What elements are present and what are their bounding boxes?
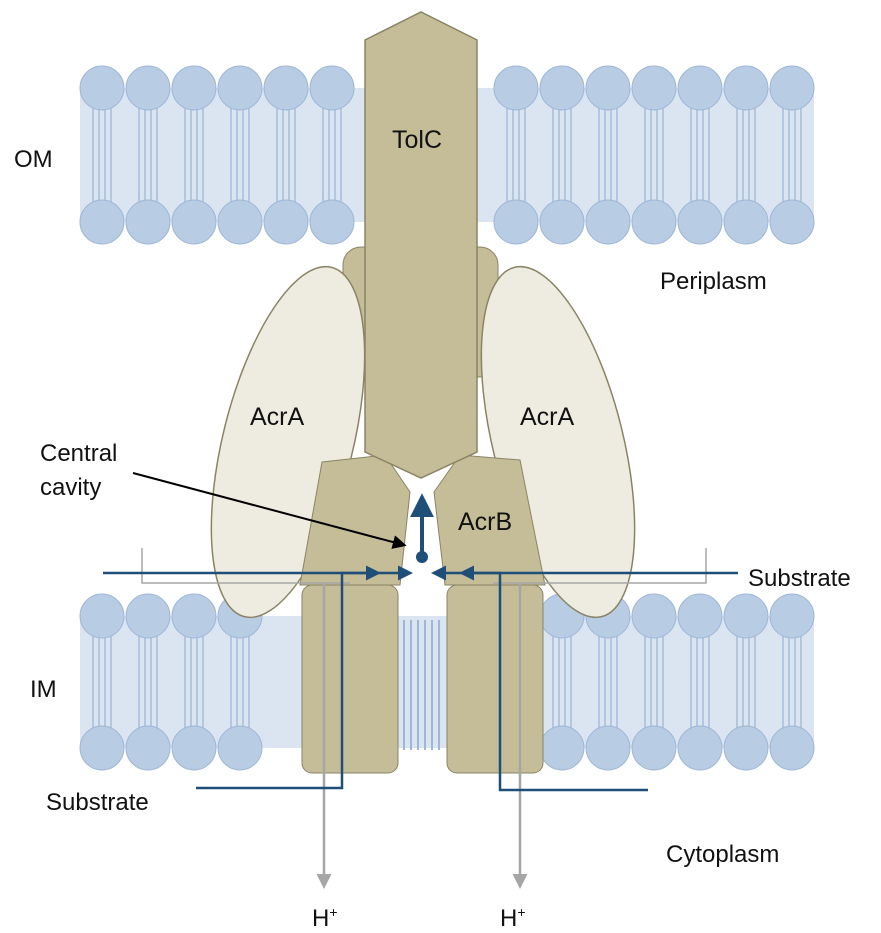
lipid-head bbox=[494, 66, 538, 110]
proton-label-left: H+ bbox=[312, 904, 338, 932]
lipid-head bbox=[126, 200, 170, 244]
lipid-head bbox=[586, 66, 630, 110]
acra-right-label: AcrA bbox=[520, 403, 575, 431]
lipid-head bbox=[172, 726, 216, 770]
proton-label-right: H+ bbox=[500, 904, 526, 932]
lipid-head bbox=[724, 200, 768, 244]
lipid-head bbox=[264, 66, 308, 110]
lipid-head bbox=[678, 200, 722, 244]
periplasm-label: Periplasm bbox=[660, 268, 767, 295]
lipid-head bbox=[540, 726, 584, 770]
lipid-head bbox=[632, 200, 676, 244]
lipid-head bbox=[80, 594, 124, 638]
lipid-head bbox=[310, 200, 354, 244]
acrb-right-tm bbox=[447, 585, 543, 773]
tolc bbox=[365, 12, 477, 478]
lipid-head bbox=[770, 726, 814, 770]
acrb-label: AcrB bbox=[458, 508, 512, 536]
lipid-head bbox=[678, 726, 722, 770]
lipid-head bbox=[632, 594, 676, 638]
lipid-head bbox=[310, 66, 354, 110]
om-label: OM bbox=[14, 146, 53, 173]
lipid-head bbox=[770, 200, 814, 244]
lipid-head bbox=[540, 200, 584, 244]
lipid-head bbox=[172, 66, 216, 110]
substrate-label-left: Substrate bbox=[46, 789, 149, 816]
lipid-head bbox=[632, 66, 676, 110]
lipid-head bbox=[586, 200, 630, 244]
lipid-head bbox=[80, 200, 124, 244]
tolc-label: TolC bbox=[392, 126, 442, 154]
lipid-head bbox=[632, 726, 676, 770]
lipid-head bbox=[218, 726, 262, 770]
acra-left-label: AcrA bbox=[250, 403, 305, 431]
central-cavity-label-line2: cavity bbox=[40, 474, 101, 501]
lipid-head bbox=[586, 726, 630, 770]
lipid-head bbox=[218, 66, 262, 110]
lipid-head bbox=[172, 594, 216, 638]
proton-left-symbol: H bbox=[312, 905, 329, 932]
lipid-head bbox=[126, 726, 170, 770]
proton-right-symbol: H bbox=[500, 905, 517, 932]
lipid-head bbox=[264, 200, 308, 244]
lipid-head bbox=[770, 66, 814, 110]
acrb-left-tm bbox=[302, 585, 398, 773]
lipid-head bbox=[494, 200, 538, 244]
im-label: IM bbox=[30, 676, 57, 703]
lipid-head bbox=[678, 594, 722, 638]
lipid-head bbox=[724, 594, 768, 638]
lipid-head bbox=[80, 726, 124, 770]
central-cavity-label-line1: Central bbox=[40, 440, 117, 467]
lipid-head bbox=[126, 594, 170, 638]
lipid-head bbox=[172, 200, 216, 244]
lipid-head bbox=[218, 200, 262, 244]
cytoplasm-label: Cytoplasm bbox=[666, 841, 779, 868]
proton-left-charge: + bbox=[329, 904, 337, 920]
lipid-head bbox=[724, 66, 768, 110]
proton-right-charge: + bbox=[517, 904, 525, 920]
lipid-head bbox=[770, 594, 814, 638]
lipid-head bbox=[724, 726, 768, 770]
lipid-head bbox=[540, 66, 584, 110]
lipid-head bbox=[678, 66, 722, 110]
substrate-label-right: Substrate bbox=[748, 565, 851, 592]
lipid-head bbox=[80, 66, 124, 110]
lipid-head bbox=[126, 66, 170, 110]
